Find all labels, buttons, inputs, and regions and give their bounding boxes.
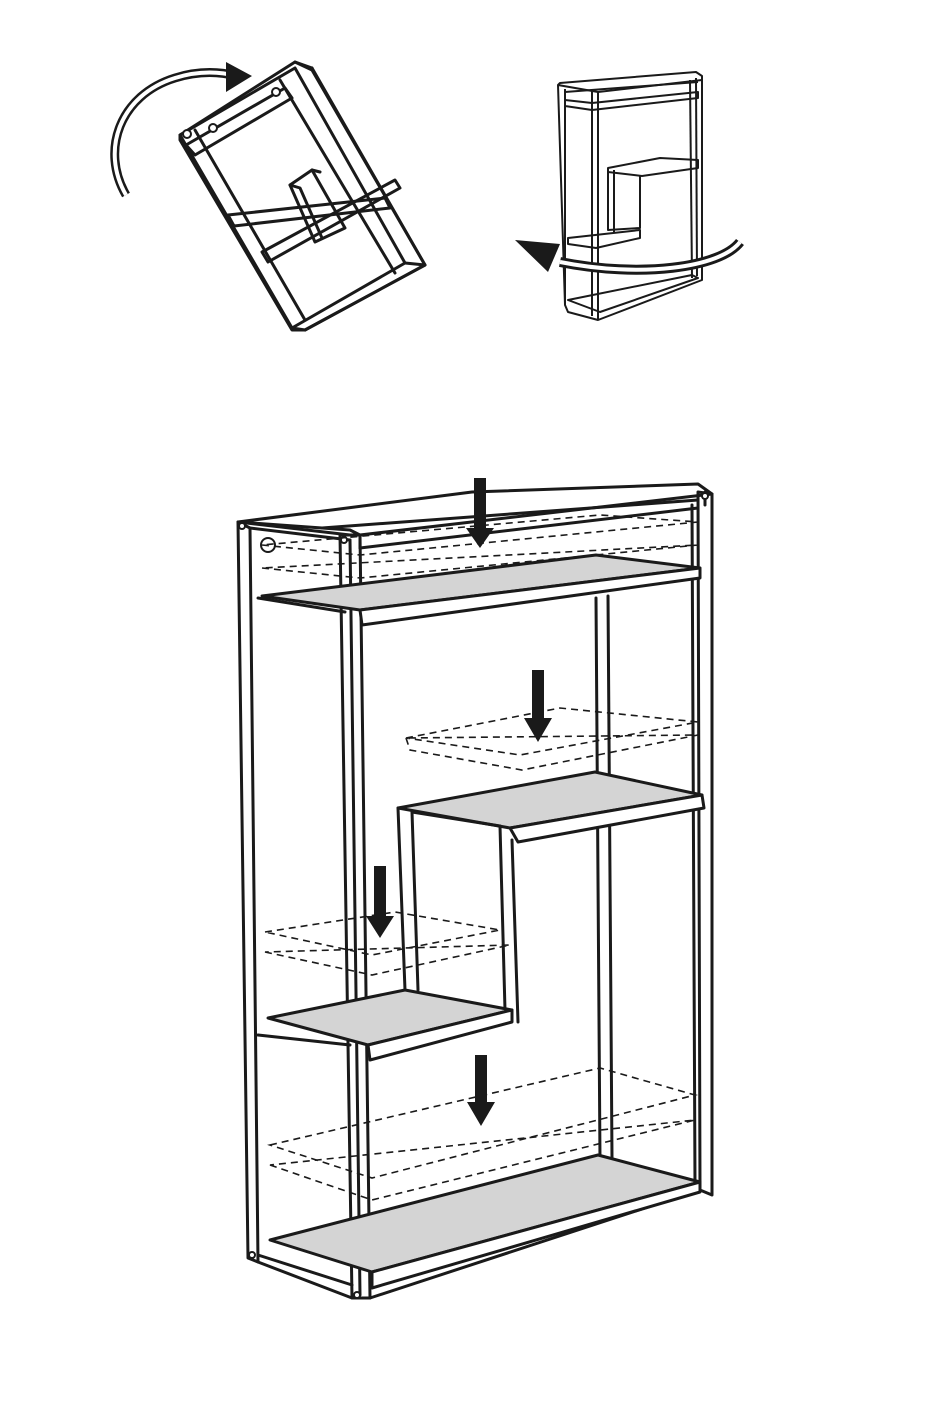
top-shelf <box>262 478 700 625</box>
down-arrow-icon <box>366 866 394 938</box>
bottom-shelf <box>270 1055 700 1288</box>
upright-shelf-frame <box>558 72 702 320</box>
middle-upper-shelf <box>398 670 704 1022</box>
rotate-around-arrow-icon <box>515 240 740 272</box>
rotate-clockwise-arrow-icon <box>115 62 252 195</box>
down-arrow-icon <box>524 670 552 742</box>
tilted-shelf-frame <box>180 62 425 330</box>
down-arrow-icon <box>467 1055 495 1126</box>
middle-lower-shelf <box>265 866 512 1060</box>
down-arrow-icon <box>466 478 494 548</box>
